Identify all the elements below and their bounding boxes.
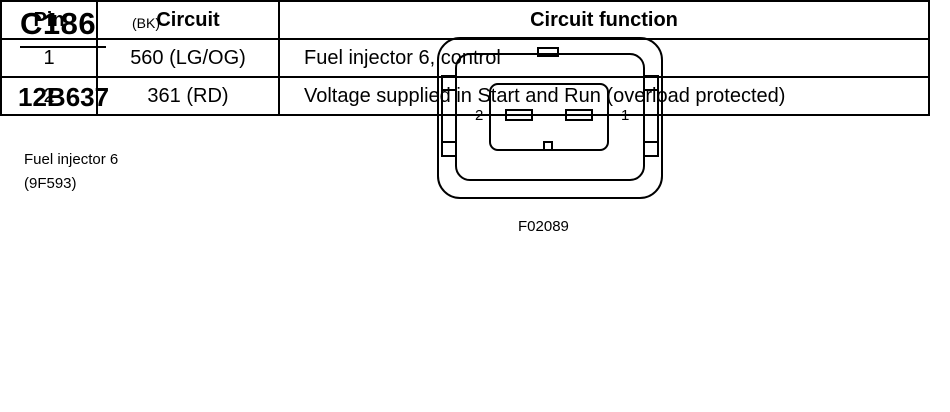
cell-pin: 2: [0, 76, 98, 116]
part-number: 12B637: [18, 82, 110, 112]
cell-pin: 1: [0, 38, 98, 78]
connector-latch: [537, 47, 559, 57]
cell-circuit: 361 (RD): [96, 76, 280, 116]
pin-table: Pin Circuit Circuit function 1 560 (LG/O…: [0, 0, 930, 116]
connector-face-diagram: 2 1: [437, 37, 663, 199]
table-header-row: Pin Circuit Circuit function: [0, 0, 930, 40]
terminal-cavity: [489, 83, 609, 151]
cell-function: Fuel injector 6, control: [278, 38, 930, 78]
component-name: Fuel injector 6: [24, 151, 119, 168]
cell-function: Voltage supplied in Start and Run (overl…: [278, 76, 930, 116]
pin-label-1: 1: [621, 107, 629, 124]
cell-circuit: 560 (LG/OG): [96, 38, 280, 78]
table-row: 2 361 (RD) Voltage supplied in Start and…: [0, 76, 930, 116]
header-circuit-function: Circuit function: [278, 0, 930, 40]
figure-id: F02089: [518, 218, 569, 235]
header-circuit: Circuit: [96, 0, 280, 40]
connector-right-rib: [643, 75, 659, 157]
pin-label-2: 2: [475, 107, 483, 124]
connector-id-underline: [20, 46, 106, 48]
component-code: (9F593): [24, 175, 77, 192]
connector-left-rib: [441, 75, 457, 157]
connector-color: (BK): [132, 15, 160, 31]
pin-slot-2: [505, 109, 533, 121]
table-row: 1 560 (LG/OG) Fuel injector 6, control: [0, 38, 930, 78]
connector-id: C186: [20, 6, 97, 41]
pin-slot-1: [565, 109, 593, 121]
header-pin: Pin: [0, 0, 98, 40]
connector-inner-body: [455, 53, 645, 181]
connector-outer-housing: [437, 37, 663, 199]
key-notch: [543, 141, 553, 151]
